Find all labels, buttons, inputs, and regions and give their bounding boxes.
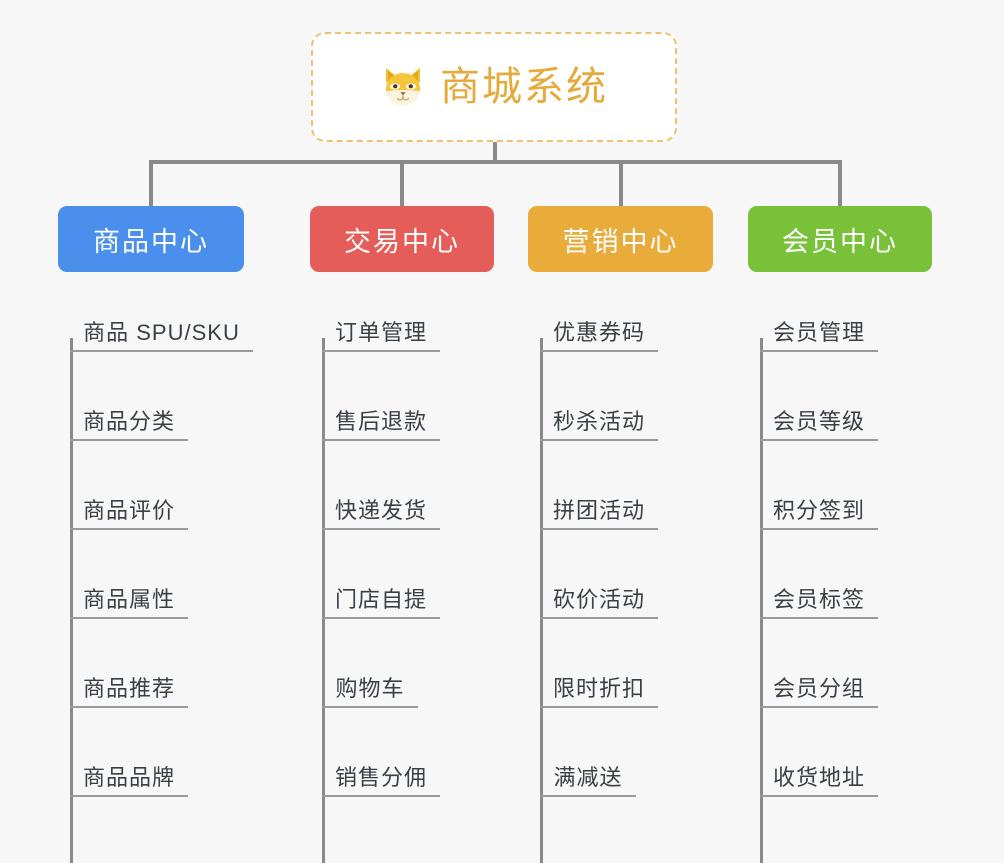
leaf-trunk-marketing-center <box>540 338 543 863</box>
leaf-item-label: 销售分佣 <box>334 765 427 790</box>
leaf-list-product-center: 商品 SPU/SKU 商品分类商品评价商品属性商品推荐商品品牌 <box>58 272 253 863</box>
leaf-item-label: 商品属性 <box>82 587 175 612</box>
leaf-list-trade-center: 订单管理售后退款快递发货门店自提购物车销售分佣 <box>310 272 494 863</box>
leaf-item-label: 优惠券码 <box>552 320 645 345</box>
leaf-item-label: 收货地址 <box>772 765 865 790</box>
leaf-item-label: 拼团活动 <box>552 498 645 523</box>
category-header-trade-center[interactable]: 交易中心 <box>310 206 494 272</box>
leaf-item[interactable]: 快递发货 <box>322 494 440 530</box>
category-header-label: 交易中心 <box>344 226 460 257</box>
leaf-item[interactable]: 商品 SPU/SKU <box>70 316 253 352</box>
leaf-item[interactable]: 砍价活动 <box>540 583 658 619</box>
leaf-item-label: 积分签到 <box>772 498 865 523</box>
category-header-label: 营销中心 <box>562 226 679 257</box>
leaf-item[interactable]: 会员管理 <box>760 316 878 352</box>
leaf-item[interactable]: 拼团活动 <box>540 494 658 530</box>
leaf-item[interactable]: 商品推荐 <box>70 672 188 708</box>
leaf-item[interactable]: 满减送 <box>540 761 636 797</box>
leaf-item-label: 会员等级 <box>772 409 865 434</box>
leaf-list-member-center: 会员管理会员等级积分签到会员标签会员分组收货地址 <box>748 272 932 863</box>
leaf-item[interactable]: 秒杀活动 <box>540 405 658 441</box>
leaf-item[interactable]: 积分签到 <box>760 494 878 530</box>
column-product-center: 商品中心商品 SPU/SKU 商品分类商品评价商品属性商品推荐商品品牌 <box>58 206 253 863</box>
leaf-item-label: 限时折扣 <box>552 676 645 701</box>
column-trade-center: 交易中心订单管理售后退款快递发货门店自提购物车销售分佣 <box>310 206 494 863</box>
category-header-label: 会员中心 <box>782 226 898 257</box>
leaf-item-label: 砍价活动 <box>552 587 645 612</box>
connector-root-stem <box>493 142 497 163</box>
leaf-item[interactable]: 优惠券码 <box>540 316 658 352</box>
root-node[interactable]: 商城系统 <box>311 32 677 142</box>
leaf-item[interactable]: 门店自提 <box>322 583 440 619</box>
connector-horizontal-bus <box>149 160 841 164</box>
leaf-item[interactable]: 商品分类 <box>70 405 188 441</box>
leaf-item-label: 满减送 <box>553 765 623 790</box>
category-header-product-center[interactable]: 商品中心 <box>58 206 244 272</box>
leaf-trunk-trade-center <box>322 338 325 863</box>
leaf-item[interactable]: 会员分组 <box>760 672 878 708</box>
leaf-item-label: 商品分类 <box>82 409 175 434</box>
column-member-center: 会员中心会员管理会员等级积分签到会员标签会员分组收货地址 <box>748 206 932 863</box>
leaf-item[interactable]: 商品评价 <box>70 494 188 530</box>
leaf-item-label: 会员标签 <box>772 587 865 612</box>
leaf-item[interactable]: 销售分佣 <box>322 761 440 797</box>
category-header-label: 商品中心 <box>93 226 209 257</box>
leaf-item-label: 商品品牌 <box>82 765 175 790</box>
column-marketing-center: 营销中心优惠券码秒杀活动拼团活动砍价活动限时折扣满减送 <box>528 206 713 863</box>
category-header-member-center[interactable]: 会员中心 <box>748 206 932 272</box>
connector-drop-marketing-center <box>618 160 623 208</box>
leaf-item-label: 会员管理 <box>772 320 865 345</box>
leaf-item-label: 商品评价 <box>82 498 175 523</box>
leaf-item-label: 秒杀活动 <box>552 409 645 434</box>
leaf-item-label: 快递发货 <box>334 498 427 523</box>
mindmap-canvas: 商城系统 商品中心商品 SPU/SKU 商品分类商品评价商品属性商品推荐商品品牌 交… <box>58 32 932 863</box>
leaf-item-label: 会员分组 <box>772 676 865 701</box>
leaf-item-label: 订单管理 <box>334 320 427 345</box>
leaf-item[interactable]: 商品属性 <box>70 583 188 619</box>
connector-drop-trade-center <box>400 160 404 208</box>
leaf-item[interactable]: 会员等级 <box>760 405 878 441</box>
leaf-item[interactable]: 会员标签 <box>760 583 878 619</box>
category-header-marketing-center[interactable]: 营销中心 <box>528 206 713 272</box>
leaf-item-label: 购物车 <box>335 676 405 701</box>
leaf-item[interactable]: 购物车 <box>322 672 418 708</box>
leaf-item-label: 商品推荐 <box>82 676 175 701</box>
root-title: 商城系统 <box>440 65 608 109</box>
leaf-trunk-product-center <box>70 338 73 863</box>
leaf-item[interactable]: 限时折扣 <box>540 672 658 708</box>
leaf-trunk-member-center <box>760 338 763 863</box>
leaf-item[interactable]: 商品品牌 <box>70 761 188 797</box>
leaf-item[interactable]: 收货地址 <box>760 761 878 797</box>
leaf-item[interactable]: 订单管理 <box>322 316 440 352</box>
leaf-item-label: 商品 SPU/SKU <box>83 320 240 345</box>
leaf-item[interactable]: 售后退款 <box>322 405 440 441</box>
leaf-item-label: 售后退款 <box>334 409 427 434</box>
shiba-inu-icon <box>380 64 426 110</box>
connector-drop-product-center <box>149 160 153 208</box>
leaf-list-marketing-center: 优惠券码秒杀活动拼团活动砍价活动限时折扣满减送 <box>528 272 713 863</box>
connector-drop-member-center <box>838 160 842 208</box>
leaf-item-label: 门店自提 <box>334 587 427 612</box>
